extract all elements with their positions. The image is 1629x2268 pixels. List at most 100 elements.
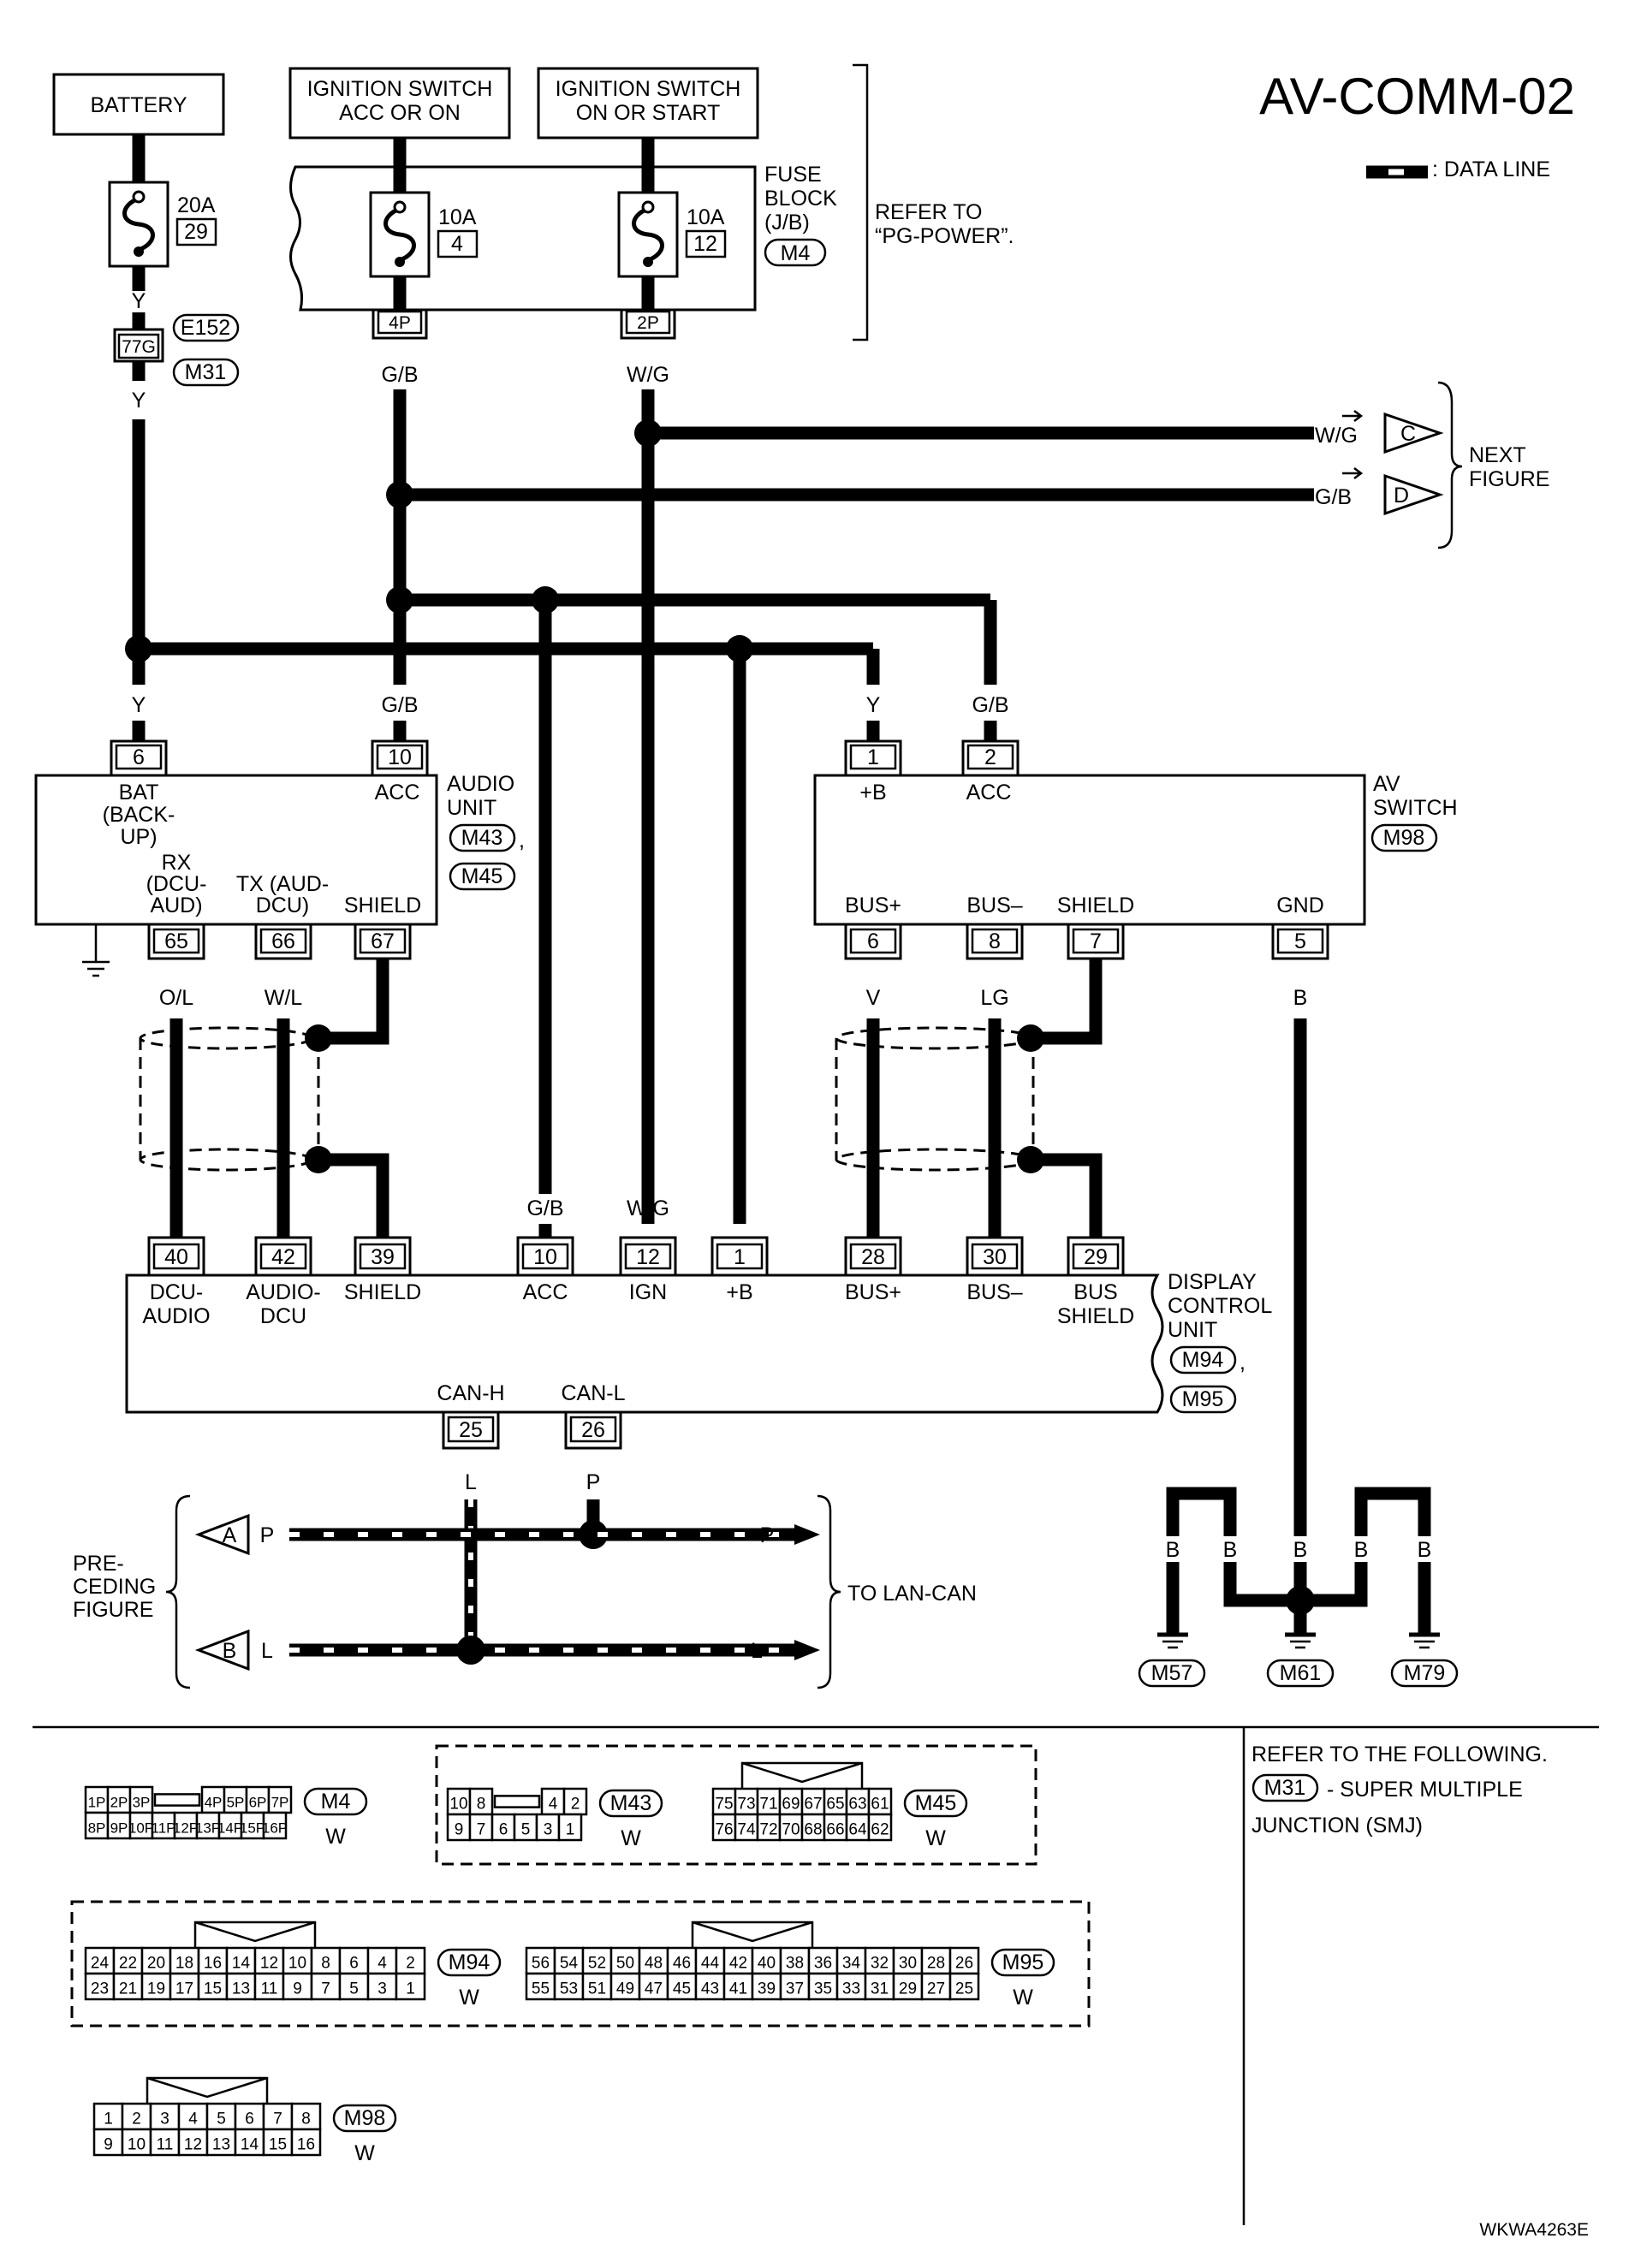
- can-p-right: P: [760, 1523, 775, 1547]
- dcu-label-audio-dcu: AUDIO-: [246, 1280, 321, 1304]
- connector-pin: [446, 1813, 472, 1842]
- ground-b-4: B: [1354, 1538, 1369, 1562]
- connector-pin-label: 56: [532, 1954, 550, 1972]
- connector-pin-label: 3: [378, 1980, 387, 1998]
- m94-badge-text: M94: [1182, 1348, 1224, 1372]
- audio-unit: 6 10 BAT (BACK- UP) ACC RX (DCU- AUD) TX…: [34, 739, 438, 977]
- ground-icon: [1285, 1632, 1316, 1649]
- wire-y-4: Y: [866, 693, 881, 717]
- connector-id: M4: [321, 1790, 351, 1814]
- connector-pin: [581, 1972, 613, 2001]
- next-figure-c: W/G C: [1315, 410, 1444, 454]
- connector-pin-label: 12: [260, 1954, 278, 1972]
- connector-pin: [756, 1787, 782, 1816]
- connector-pin: [864, 1972, 895, 2001]
- dcu-label-canl: CAN-L: [561, 1381, 625, 1405]
- audio-pin-10: 10: [371, 739, 429, 777]
- connector-pin-label: 1: [104, 2110, 113, 2128]
- ground-icon: [1157, 1632, 1188, 1649]
- preceding-label-2: CEDING: [73, 1575, 156, 1599]
- connector-pin-label: 8P: [88, 1820, 106, 1836]
- connector-pin-label: 14P: [217, 1820, 243, 1836]
- connector-pin-label: 5: [521, 1820, 531, 1838]
- svg-text:2: 2: [984, 745, 996, 769]
- wire-lg: LG: [980, 986, 1008, 1010]
- dcu-pin-39: 39: [354, 1236, 412, 1277]
- connector-pin-label: 55: [532, 1980, 550, 1998]
- av-switch: 1 2 +B ACC BUS+ BUS– SHIELD GND 6 8 7 5: [813, 739, 1366, 960]
- connector-pin-label: 25: [955, 1980, 973, 1998]
- av-busplus-label: BUS+: [845, 894, 901, 917]
- connector-pin-label: 9: [104, 2135, 113, 2153]
- refer-note-text2: JUNCTION (SMJ): [1251, 1814, 1423, 1838]
- av-pin-5: 5: [1271, 923, 1329, 960]
- group-m43-m45: [435, 1744, 1037, 1866]
- connector-pin: [535, 1813, 561, 1842]
- connector-pin-label: 10P: [128, 1820, 154, 1836]
- svg-text:6: 6: [867, 929, 879, 953]
- svg-text:IGNITION SWITCH: IGNITION SWITCH: [556, 77, 741, 101]
- connector-pin: [892, 1972, 924, 2001]
- connector-pin-label: 1: [406, 1980, 415, 1998]
- connector-housing: [691, 1921, 814, 1948]
- connector-pin: [751, 1972, 782, 2001]
- wire-y-5: Y: [733, 1196, 747, 1220]
- display-control-unit: 40 42 39 10 12 1 28 30 29 DCU- AUDIO AUD…: [125, 1236, 1164, 1450]
- fuse-ign-num: 12: [693, 232, 717, 256]
- audio-pin-65: 65: [147, 923, 205, 960]
- connector-pin-label: 40: [758, 1954, 776, 1972]
- connector-pin-label: 61: [871, 1795, 889, 1813]
- refer-pg-power: REFER TO: [875, 200, 983, 224]
- svg-text:8: 8: [989, 929, 1001, 953]
- connector-pin-label: 50: [616, 1954, 634, 1972]
- preceding-label: PRE-: [73, 1552, 124, 1576]
- dcu-pin-40: 40: [147, 1236, 205, 1277]
- connector-pin-label: 29: [899, 1980, 917, 1998]
- connector-id-badge: [332, 2104, 397, 2133]
- connector-pin-label: 2: [406, 1954, 415, 1972]
- connector-pin-label: 1: [566, 1820, 575, 1838]
- wire-l-can: L: [465, 1470, 477, 1494]
- av-gnd-label: GND: [1276, 894, 1324, 917]
- connector-pin-label: 44: [701, 1954, 720, 1972]
- audio-tx-label: TX (AUD-: [236, 872, 329, 896]
- connector-pin-label: 47: [645, 1980, 663, 1998]
- wire-y-2: Y: [132, 389, 146, 413]
- connector-pin-label: 16: [204, 1954, 222, 1972]
- dcu-label-dcu-audio: DCU-: [150, 1280, 204, 1304]
- wire-b-gnd: B: [1293, 986, 1308, 1010]
- connector-pin-label: 75: [715, 1795, 733, 1813]
- svg-text:,: ,: [1240, 1351, 1246, 1374]
- connector-pin-label: 5: [349, 1980, 359, 1998]
- connector-pin: [240, 1811, 265, 1840]
- audio-pin-67: 67: [354, 923, 412, 960]
- av-switch-label-2: SWITCH: [1373, 796, 1458, 820]
- connector-pin: [711, 1813, 737, 1842]
- wire-ol: O/L: [159, 986, 193, 1010]
- smj-connector: 77G E152 M31: [113, 313, 240, 387]
- connector-pin-label: 66: [826, 1820, 844, 1838]
- connector-pin-label: 14: [232, 1954, 251, 1972]
- connector-pin: [310, 1972, 342, 2001]
- connector-pin-label: 3: [544, 1820, 553, 1838]
- dcu-pin-1: 1: [710, 1236, 769, 1277]
- connector-housing: [740, 1761, 864, 1789]
- figure-code: WKWA4263E: [1479, 2220, 1589, 2240]
- connector-pin-label: 4P: [205, 1794, 223, 1810]
- dcu-pin-42: 42: [254, 1236, 312, 1277]
- av-pin-6: 6: [844, 923, 902, 960]
- connector-color: W: [325, 1825, 346, 1849]
- connector-pin-label: 20: [147, 1954, 165, 1972]
- m43-badge-text: M43: [461, 826, 503, 850]
- connector-key: [153, 1793, 201, 1807]
- refer-pg-power-2: “PG-POWER”.: [875, 224, 1014, 248]
- connector-pin: [867, 1787, 893, 1816]
- dcu-name-3: UNIT: [1168, 1318, 1217, 1342]
- connector-pin: [722, 1972, 754, 2001]
- wire-v: V: [866, 986, 881, 1010]
- ground-icon: [1409, 1632, 1440, 1649]
- dcu-label-busshield-2: SHIELD: [1057, 1304, 1134, 1328]
- connector-color: W: [925, 1826, 946, 1850]
- m4-badge-text: M4: [781, 241, 811, 265]
